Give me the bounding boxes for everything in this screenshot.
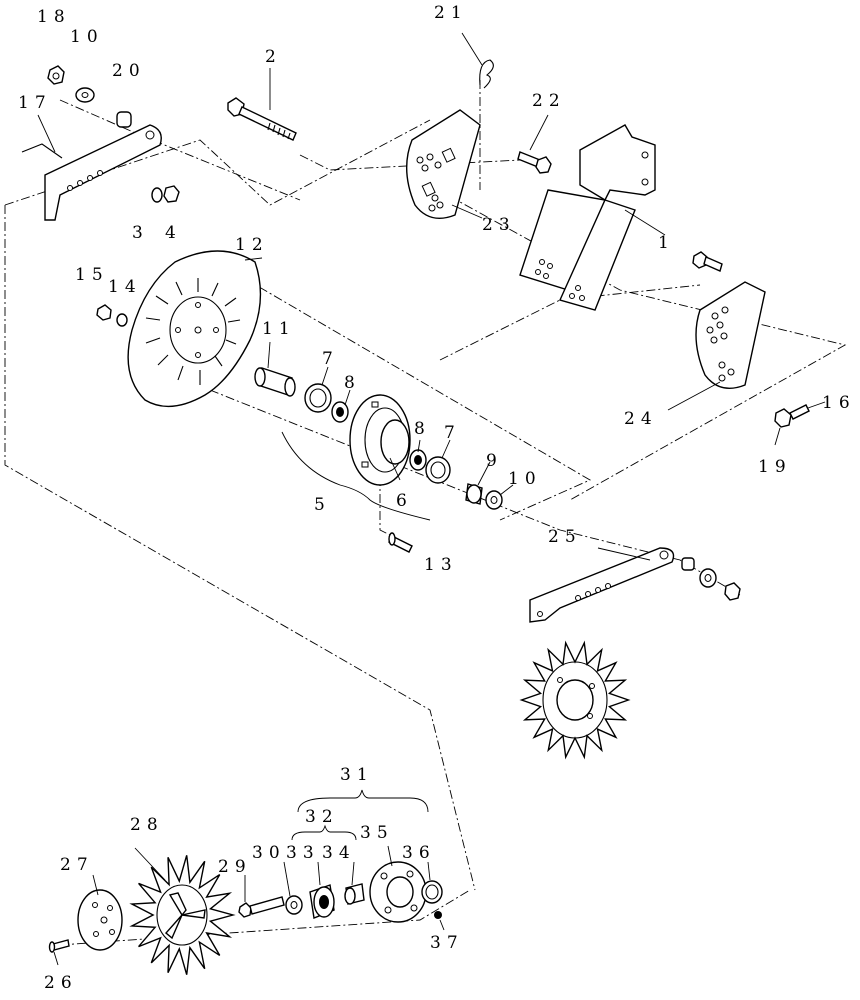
callout-36: 36 xyxy=(402,843,436,863)
callout-31: 31 xyxy=(340,765,374,785)
leader-lines xyxy=(53,32,826,966)
callout-35: 35 xyxy=(360,823,394,843)
callout-6: 6 xyxy=(396,491,413,511)
callout-7-left: 7 xyxy=(322,349,339,369)
part-10-washer-right xyxy=(485,490,503,510)
part-25-arm xyxy=(529,547,675,623)
callout-10-top: 10 xyxy=(70,27,104,47)
part-6-hub xyxy=(349,394,411,486)
part-23-plate xyxy=(405,109,481,219)
callout-29: 29 xyxy=(218,857,252,877)
part-8-bearing-cone-right xyxy=(409,449,427,471)
part-24-plate xyxy=(692,251,766,389)
part-33-bearing xyxy=(309,884,335,919)
callout-11: 11 xyxy=(262,319,296,339)
callout-16: 16 xyxy=(822,393,856,413)
part-14-washer xyxy=(116,313,128,327)
callout-5: 5 xyxy=(314,495,331,515)
callout-1: 1 xyxy=(658,233,675,253)
part-30-washer xyxy=(285,895,303,915)
part-9-collar xyxy=(465,483,483,505)
part-7-bearing-cup-left xyxy=(304,383,332,413)
callout-4-top: 4 xyxy=(165,223,182,243)
callout-20: 20 xyxy=(112,61,146,81)
part-20-bushing xyxy=(116,111,132,128)
callout-14: 14 xyxy=(108,277,142,297)
part-22-bolt xyxy=(517,151,552,174)
part-21-cotter-pin xyxy=(479,59,494,89)
callout-34: 34 xyxy=(322,843,356,863)
part-10-washer-top xyxy=(75,87,95,103)
part-1-mount-bracket xyxy=(519,124,656,311)
callout-labels: 18 10 20 17 2 21 22 23 1 3 4 12 15 14 11… xyxy=(18,3,856,993)
part-31-group-brace xyxy=(297,789,429,813)
part-13-bolt xyxy=(388,532,413,553)
callout-9: 9 xyxy=(486,451,503,471)
callout-8-right: 8 xyxy=(414,419,431,439)
callout-2: 2 xyxy=(265,47,282,67)
callout-23: 23 xyxy=(482,215,516,235)
part-25-hardware xyxy=(681,557,741,601)
callout-30: 30 xyxy=(252,843,286,863)
callout-18: 18 xyxy=(37,7,71,27)
callout-19: 19 xyxy=(758,457,792,477)
callout-10-right: 10 xyxy=(508,469,542,489)
callout-21: 21 xyxy=(434,3,468,23)
callout-33: 33 xyxy=(286,843,320,863)
part-32-group-brace xyxy=(291,824,357,841)
part-16-bolt xyxy=(789,404,810,420)
part-27-flange xyxy=(77,889,123,951)
callout-28: 28 xyxy=(130,815,164,835)
callout-32: 32 xyxy=(305,807,339,827)
part-37-nut xyxy=(434,911,442,919)
part-7-bearing-cup-right xyxy=(425,456,451,484)
part-4-nut xyxy=(163,185,180,203)
callout-26: 26 xyxy=(44,973,78,993)
callout-37: 37 xyxy=(430,933,464,953)
part-5-group-brace xyxy=(281,431,431,521)
part-17-l-pin xyxy=(21,114,63,159)
part-8-bearing-cone-left xyxy=(331,401,349,423)
callout-22: 22 xyxy=(532,91,566,111)
part-15-nut xyxy=(96,304,112,321)
part-2-long-bolt xyxy=(227,97,297,141)
part-18-nut xyxy=(47,65,65,85)
upper-sprocket-wheel xyxy=(519,640,631,760)
callout-15: 15 xyxy=(75,265,109,285)
part-19-nut xyxy=(774,408,792,428)
part-12-wheel-disc xyxy=(127,250,262,408)
part-28-sprocket-wheel xyxy=(129,855,236,975)
callout-25: 25 xyxy=(548,527,582,547)
callout-7-right: 7 xyxy=(444,423,461,443)
part-11-spacer-tube xyxy=(254,367,296,397)
part-3-washer xyxy=(151,187,163,203)
part-36-seal xyxy=(421,880,443,904)
callout-13: 13 xyxy=(424,555,458,575)
part-29-bolt xyxy=(238,896,285,918)
callout-17: 17 xyxy=(18,93,52,113)
callout-27: 27 xyxy=(60,855,94,875)
callout-3: 3 xyxy=(132,223,149,243)
part-35-hub xyxy=(369,861,427,923)
callout-12: 12 xyxy=(235,235,269,255)
callout-24: 24 xyxy=(624,409,658,429)
left-arm-bracket xyxy=(44,124,162,221)
callout-8-left: 8 xyxy=(344,373,361,393)
part-34-spacer xyxy=(344,883,365,905)
part-26-bolt xyxy=(48,939,70,953)
